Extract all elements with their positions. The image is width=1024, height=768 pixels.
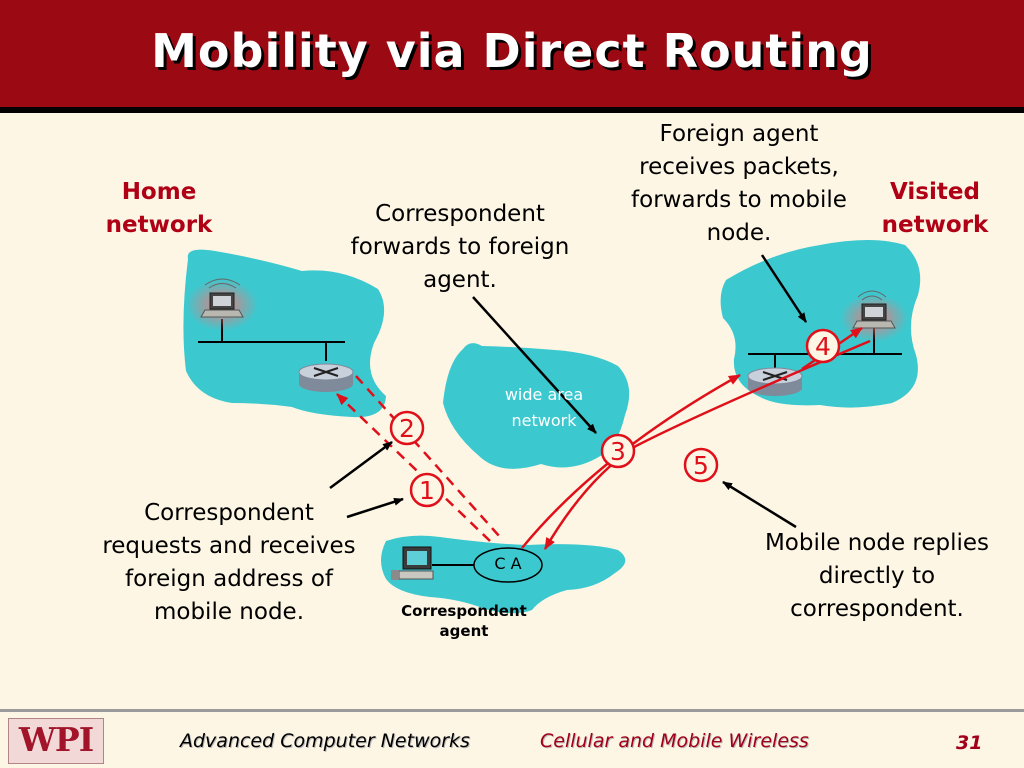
arrow-step1 xyxy=(346,497,404,519)
correspondent-forwards-note: Correspondent forwards to foreign agent. xyxy=(350,201,570,293)
wpi-logo-text: WPI xyxy=(18,720,94,759)
home-laptop-icon xyxy=(186,278,258,331)
foreign-agent-note: Foreign agent receives packets, forwards… xyxy=(631,121,847,246)
step1-request-line xyxy=(355,375,501,538)
wan-cloud xyxy=(443,343,630,469)
ca-node xyxy=(473,547,543,583)
wan-label: wide area network xyxy=(504,385,584,430)
correspondent-agent-label: Correspondent agent xyxy=(401,602,527,640)
home-network-label: Home network xyxy=(105,179,213,238)
step-3-marker: 3 xyxy=(600,433,636,469)
correspondent-computer-icon xyxy=(391,546,474,580)
page-number: 31 xyxy=(956,732,983,754)
svg-text:3: 3 xyxy=(610,437,626,466)
ca-label: C A xyxy=(494,554,522,573)
foreign-router-icon xyxy=(747,367,803,396)
step-5-marker: 5 xyxy=(683,447,719,483)
slide-title: Mobility via Direct Routing xyxy=(151,24,873,78)
svg-text:4: 4 xyxy=(815,332,831,361)
arrow-mobile-replies xyxy=(722,480,797,529)
footer-rule xyxy=(0,709,1024,712)
title-bar xyxy=(0,0,1024,107)
diagram-canvas: 2 1 3 4 5 xyxy=(183,240,921,614)
footer-topic: Cellular and Mobile Wireless xyxy=(540,730,809,752)
step-2-marker: 2 xyxy=(389,410,425,446)
arrow-correspondent-forwards xyxy=(472,296,597,434)
visited-network-cloud xyxy=(720,240,921,408)
title-bar-underline xyxy=(0,107,1024,113)
arrow-foreign-agent xyxy=(760,254,808,323)
correspondent-requests-note: Correspondent requests and receives fore… xyxy=(102,500,356,625)
home-router-icon xyxy=(298,363,354,392)
wpi-logo: WPI xyxy=(8,718,104,764)
footer-course: Advanced Computer Networks xyxy=(180,730,470,752)
mobile-replies-note: Mobile node replies directly to correspo… xyxy=(764,530,990,622)
svg-text:5: 5 xyxy=(693,451,709,480)
footer: WPI Advanced Computer Networks Cellular … xyxy=(0,712,1024,768)
step-1-marker: 1 xyxy=(409,472,445,508)
svg-text:2: 2 xyxy=(399,414,415,443)
step5-reply-path xyxy=(543,339,871,550)
svg-text:1: 1 xyxy=(419,476,435,505)
step2-reply-line xyxy=(336,393,491,542)
routing-diagram: 2 1 3 4 5 Home network Visited network C… xyxy=(0,113,1024,708)
visited-network-label: Visited network xyxy=(881,179,989,238)
arrow-step2 xyxy=(329,440,393,490)
step-4-marker: 4 xyxy=(805,328,841,364)
